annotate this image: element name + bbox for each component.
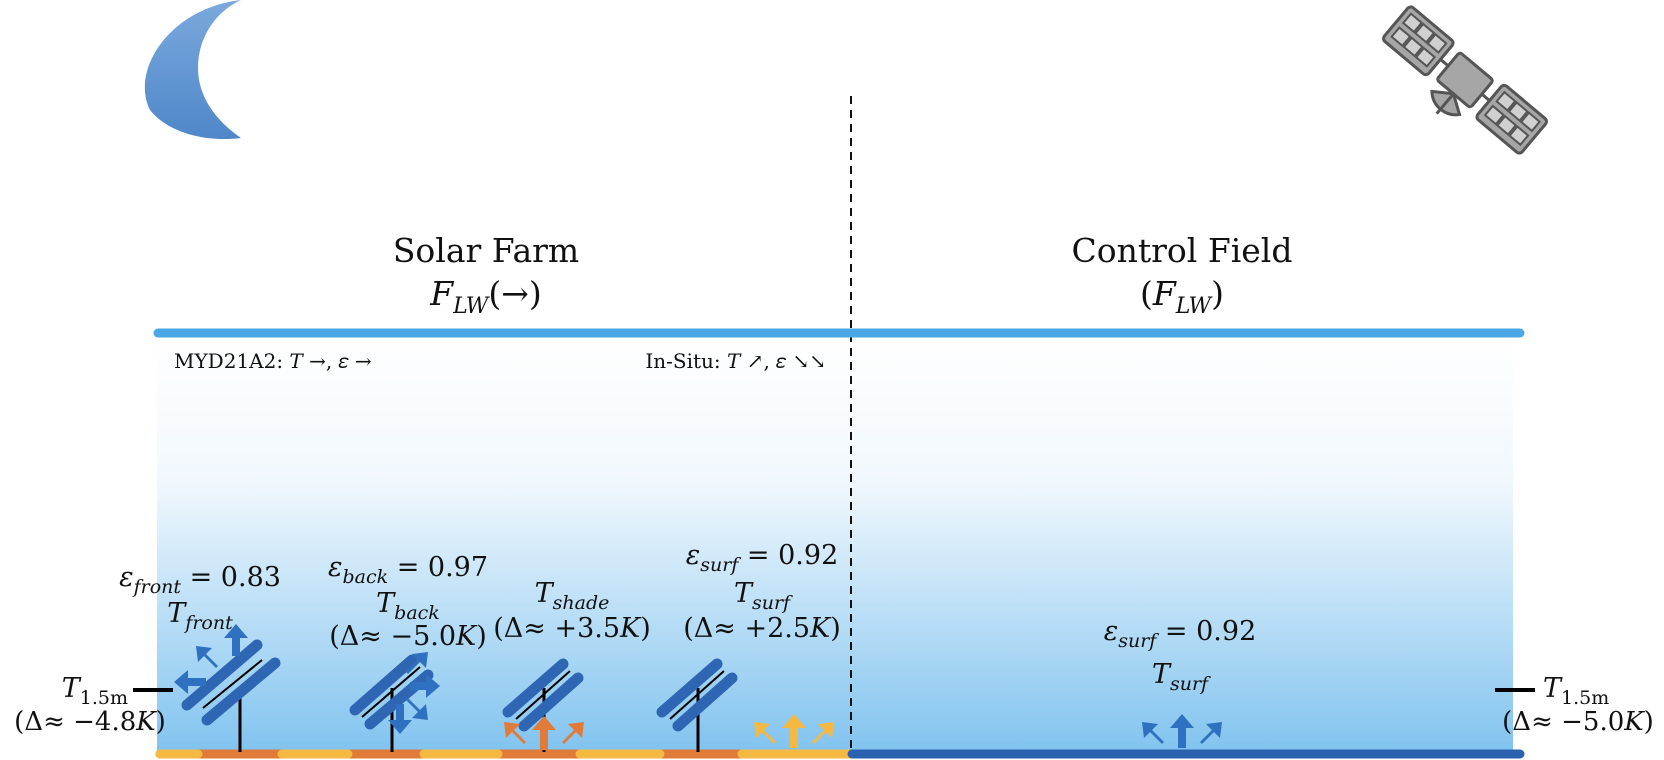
control-emission-arrows <box>1142 714 1222 748</box>
shade-emission-arrows <box>504 716 584 750</box>
svg-text:T1.5m: T1.5m <box>62 673 128 709</box>
front-emission-arrows <box>174 624 248 694</box>
insitu-note: In-Situ: 𝑇 ↗, 𝜀 ↘↘ <box>645 349 826 373</box>
svg-text:Tsurf: Tsurf <box>1152 659 1211 695</box>
svg-text:(Δ≈ −4.8𝐾): (Δ≈ −4.8𝐾) <box>14 707 166 737</box>
modis-note: MYD21A2: 𝑇 →, 𝜀 → <box>174 349 372 373</box>
svg-text:𝜀surf = 0.92: 𝜀surf = 0.92 <box>1104 616 1257 652</box>
panel-label-front: 𝜀front = 0.83 Tfront <box>119 562 281 634</box>
back-emission-arrows <box>388 652 440 734</box>
svg-text:Tshade: Tshade <box>535 578 610 614</box>
panel-label-shade: Tshade (Δ≈ +3.5𝐾) <box>493 578 651 644</box>
air-temp-left: T1.5m (Δ≈ −4.8𝐾) <box>14 673 173 737</box>
solar-panel-4 <box>656 658 738 752</box>
svg-text:𝜀front = 0.83: 𝜀front = 0.83 <box>119 562 281 598</box>
svg-text:𝜀surf = 0.92: 𝜀surf = 0.92 <box>686 540 839 576</box>
svg-text:Tfront: Tfront <box>167 598 233 634</box>
solar-farm-flux: FLW(→) <box>429 274 542 319</box>
control-surface-label: 𝜀surf = 0.92 Tsurf <box>1104 616 1257 695</box>
moon-icon <box>144 0 241 140</box>
svg-text:T1.5m: T1.5m <box>1543 673 1609 709</box>
svg-text:Tsurf: Tsurf <box>734 578 793 614</box>
air-temp-right: T1.5m (Δ≈ −5.0𝐾) <box>1495 673 1654 737</box>
svg-text:Tback: Tback <box>376 588 440 624</box>
solar-farm-title: Solar Farm <box>393 231 579 270</box>
svg-text:(Δ≈ −5.0𝐾): (Δ≈ −5.0𝐾) <box>1502 707 1654 737</box>
svg-text:(Δ≈ −5.0𝐾): (Δ≈ −5.0𝐾) <box>329 621 487 652</box>
sunlit-emission-arrows <box>754 714 834 748</box>
solar-panel-1 <box>181 639 281 752</box>
control-field-title: Control Field <box>1072 231 1293 270</box>
control-field-flux: (FLW) <box>1140 274 1224 319</box>
panel-label-surf: 𝜀surf = 0.92 Tsurf (Δ≈ +2.5𝐾) <box>683 540 841 644</box>
svg-text:𝜀back = 0.97: 𝜀back = 0.97 <box>328 552 488 588</box>
svg-text:(Δ≈ +2.5𝐾): (Δ≈ +2.5𝐾) <box>683 613 841 644</box>
panel-label-back: 𝜀back = 0.97 Tback (Δ≈ −5.0𝐾) <box>328 552 488 652</box>
satellite-icon <box>1382 5 1548 155</box>
svg-text:(Δ≈ +3.5𝐾): (Δ≈ +3.5𝐾) <box>493 613 651 644</box>
